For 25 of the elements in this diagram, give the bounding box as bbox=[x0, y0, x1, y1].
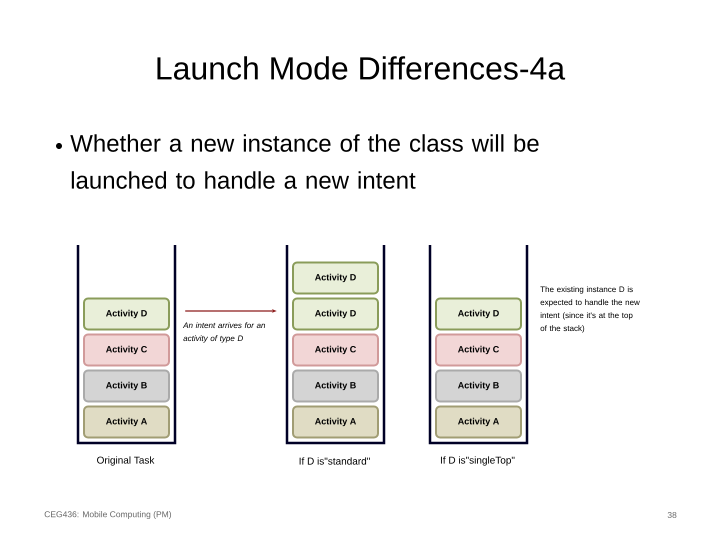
activity-box: Activity C bbox=[83, 334, 170, 366]
activity-box: Activity A bbox=[83, 406, 170, 438]
activity-box: Activity A bbox=[292, 406, 379, 438]
stack-container bbox=[286, 245, 386, 444]
note-text: The existing instance D is expected to handle the new intent (since it's at the top of the stack) bbox=[540, 286, 640, 333]
stack-container bbox=[428, 245, 528, 444]
stack-caption: If D is"standard" bbox=[300, 457, 370, 465]
activity-box: Activity D bbox=[292, 298, 379, 330]
activity-box: Activity A bbox=[435, 406, 522, 438]
activity-box: Activity C bbox=[292, 334, 379, 366]
activity-box: Activity B bbox=[435, 370, 522, 402]
activity-box: Activity B bbox=[292, 370, 379, 402]
stack-caption: If D is"singleTop" bbox=[440, 456, 515, 466]
page-number: 38 bbox=[668, 512, 676, 518]
activity-box: Activity B bbox=[83, 370, 170, 402]
activity-box: Activity D bbox=[435, 298, 522, 330]
bullet-text: Whether a new instance of the class will be launched to handle a new intent bbox=[70, 134, 539, 189]
stack-caption: Original Task bbox=[97, 456, 154, 466]
edge-label: An intent arrives for an activity of type D bbox=[182, 322, 266, 343]
footer-text: CEG436: Mobile Computing (PM) bbox=[44, 511, 172, 519]
activity-box: Activity D bbox=[83, 298, 170, 330]
slide-title: Launch Mode Differences-4a bbox=[157, 56, 566, 80]
activity-box: Activity D bbox=[292, 262, 379, 294]
activity-box: Activity C bbox=[435, 334, 522, 366]
stack-container bbox=[76, 245, 176, 444]
